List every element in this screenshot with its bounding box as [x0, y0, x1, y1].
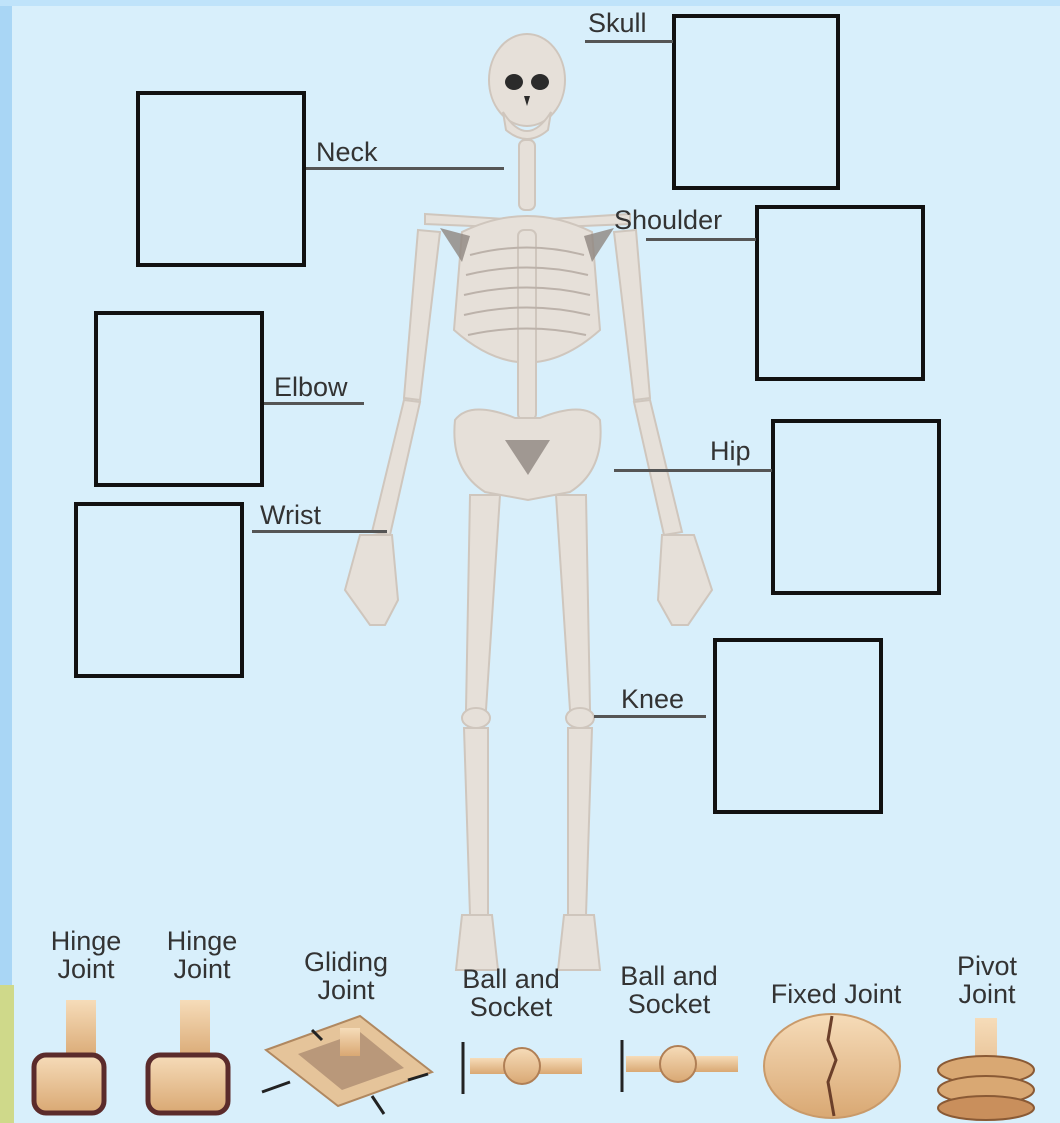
pivot-joint-icon [938, 1018, 1034, 1120]
fixed-joint-icon [764, 1014, 900, 1118]
ball-socket-joint-icon-2 [622, 1040, 738, 1092]
hinge-joint-icon-2 [148, 1000, 228, 1113]
gliding-joint-icon [262, 1016, 432, 1114]
ball-socket-joint-icon-1 [463, 1042, 582, 1094]
hinge-joint-icon-1 [34, 1000, 104, 1113]
